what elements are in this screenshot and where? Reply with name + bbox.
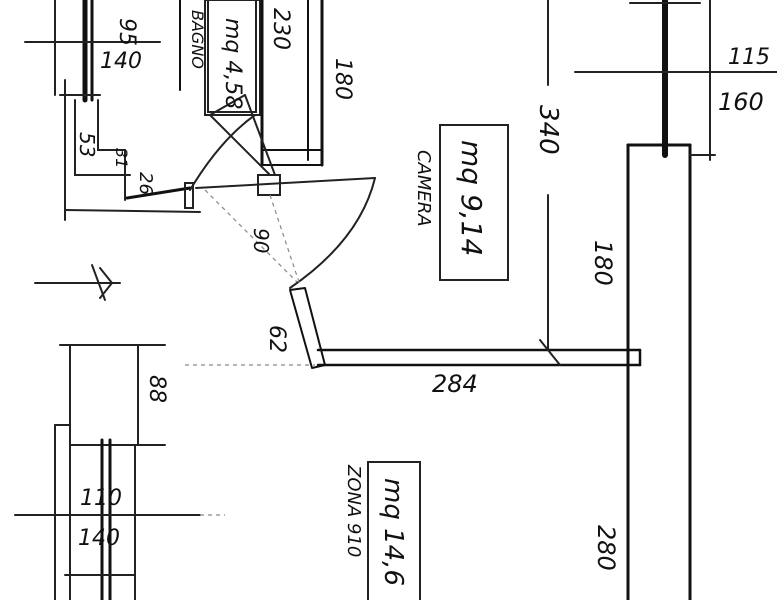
camera-walls [316,0,692,600]
dim-110: 110 [80,486,122,511]
bagno-label-box [207,0,257,113]
dim-90: 90 [249,228,273,253]
dim-88: 88 [144,375,169,403]
camera-name: CAMERA [413,150,434,227]
camera-area: mq 9,14 [455,140,488,256]
dim-180-mid: 180 [589,240,617,286]
dim-280: 280 [592,525,620,571]
bagno-area: mq 4,58 [220,18,245,109]
dim-284: 284 [432,370,478,398]
right-window [574,0,777,161]
bagno-name: BAGNO [188,10,207,69]
zona-label-box [367,461,421,600]
dim-180-top: 180 [330,58,355,100]
dim-95: 95 [114,18,139,46]
dim-140-bottom: 140 [78,526,120,551]
dim-31: 31 [112,148,131,168]
entrance-arrow-icon [34,264,121,301]
zona-name: ZONA 910 [343,464,364,557]
dim-140-top: 140 [100,49,142,74]
dim-53: 53 [75,132,99,157]
dim-115: 115 [728,45,770,70]
camera-label-box [439,124,509,281]
dim-26: 26 [135,172,156,195]
dim-340: 340 [533,105,563,155]
bathroom-walls [24,0,376,286]
left-window [14,344,315,600]
dim-62: 62 [264,325,289,353]
dim-230: 230 [268,8,293,50]
dim-160: 160 [718,88,764,116]
zona-area: mq 14,6 [378,478,408,586]
